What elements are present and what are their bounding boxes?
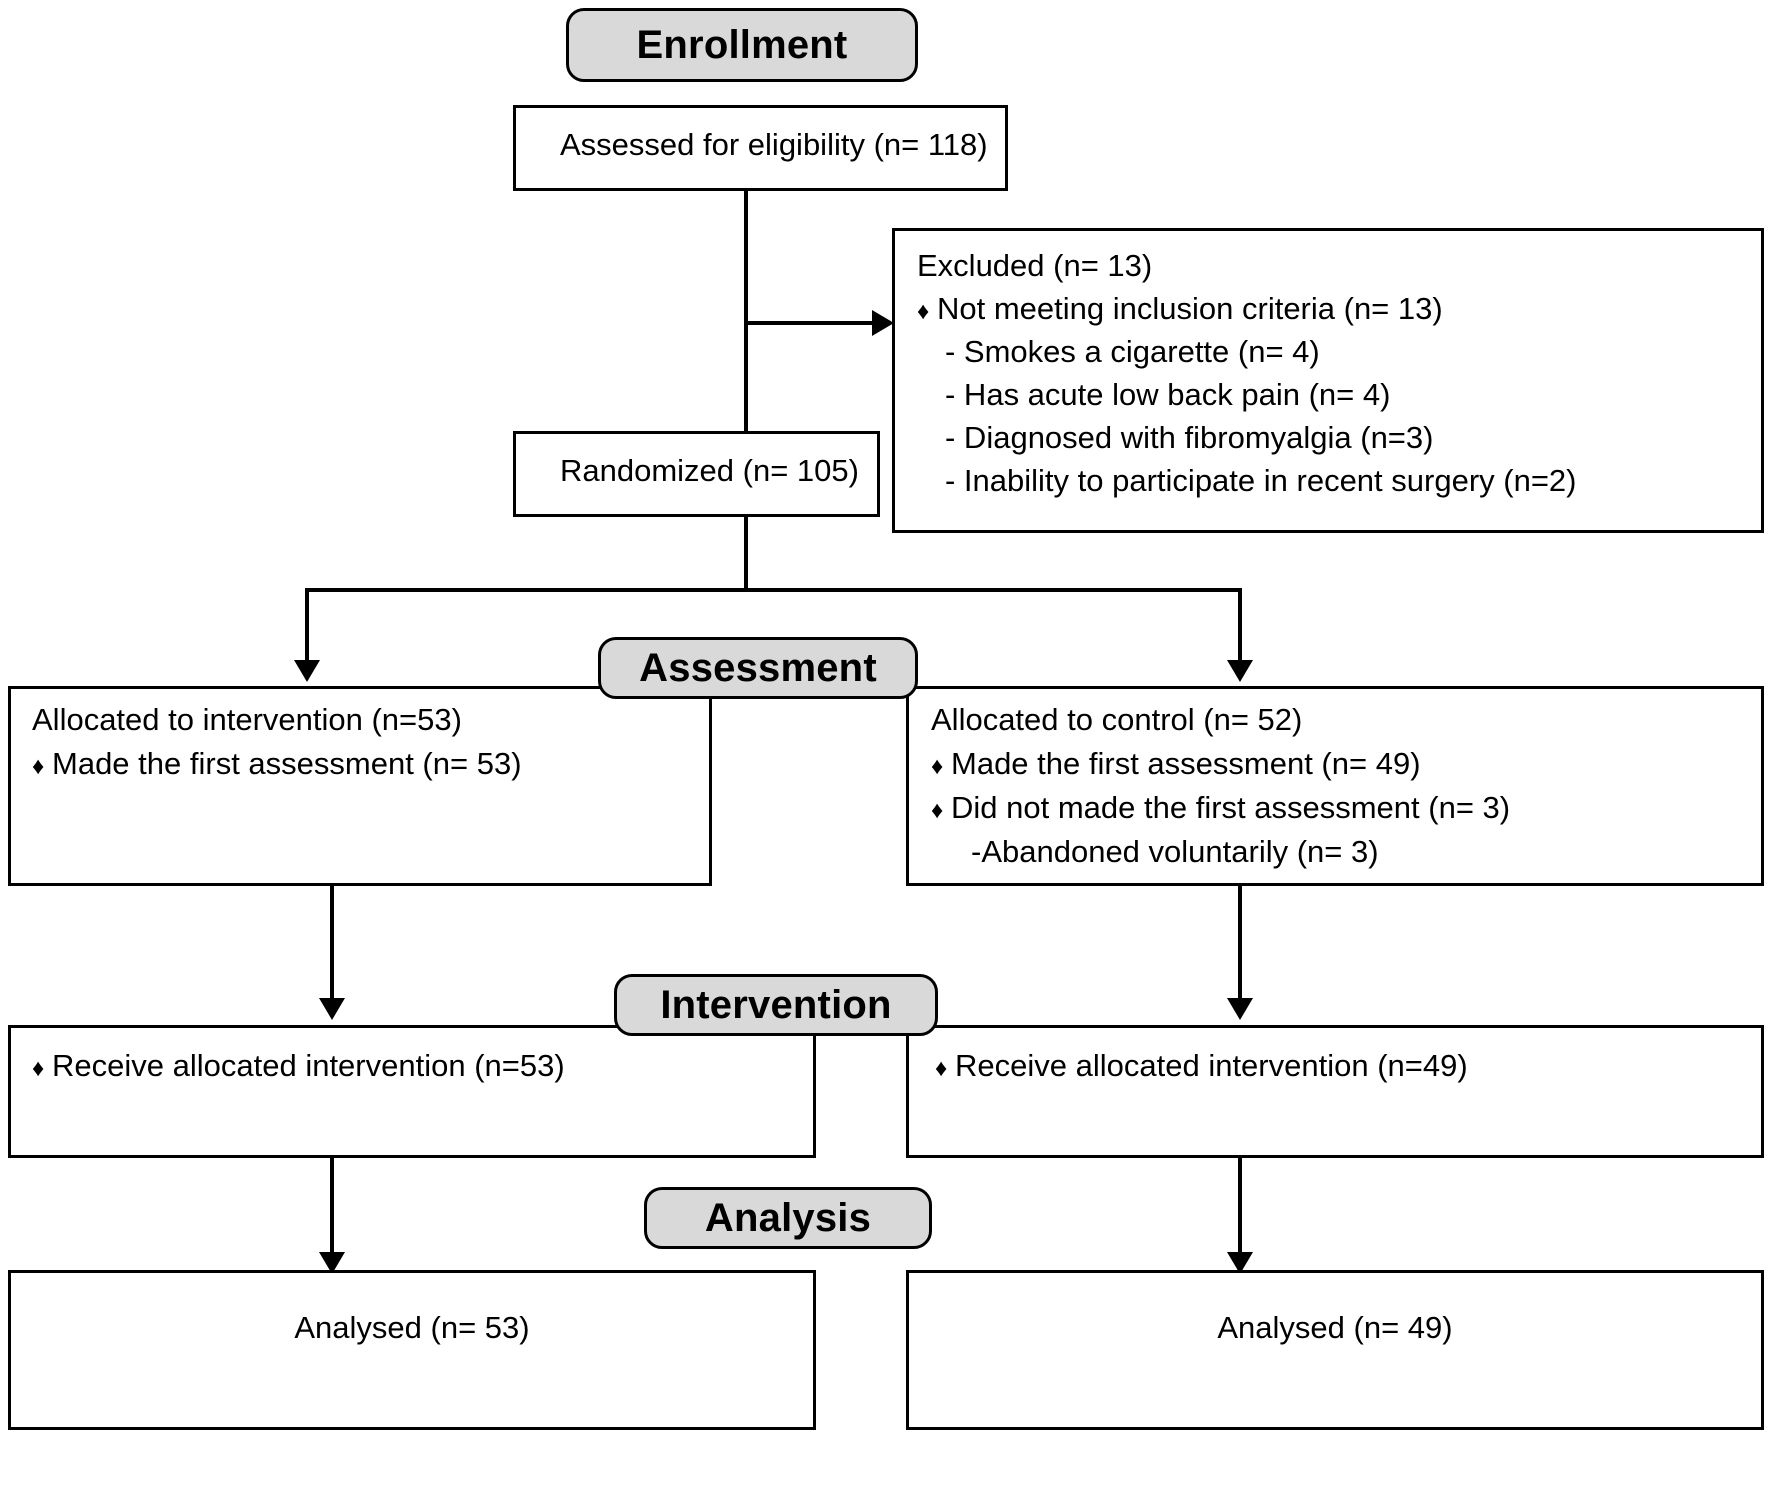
box-analysis-right bbox=[906, 1270, 1764, 1430]
stage-label-analysis: Analysis bbox=[704, 1195, 872, 1240]
connector-assessment-left-to-intervention bbox=[330, 886, 334, 1004]
analysis-left-text: Analysed (n= 53) bbox=[294, 1310, 530, 1345]
intervention-right-bullet-0: ♦ Receive allocated intervention (n=49) bbox=[935, 1050, 1468, 1081]
box-assessment-left bbox=[8, 686, 712, 886]
arrow-to-left-assessment-icon bbox=[294, 660, 320, 682]
connector-split-bar bbox=[305, 588, 1242, 592]
stage-label-enrollment: Enrollment bbox=[636, 22, 848, 67]
connector-split-left bbox=[305, 588, 309, 666]
assessment-right-subitem-0: -Abandoned voluntarily (n= 3) bbox=[971, 834, 1379, 869]
box-intervention-right bbox=[906, 1025, 1764, 1158]
arrow-analysis-right-icon bbox=[1227, 1252, 1253, 1274]
arrow-to-right-assessment-icon bbox=[1227, 660, 1253, 682]
connector-assessment-right-to-intervention bbox=[1238, 886, 1242, 1004]
assessment-right-title: Allocated to control (n= 52) bbox=[931, 702, 1303, 737]
excluded-subitem-2: - Diagnosed with fibromyalgia (n=3) bbox=[945, 420, 1434, 455]
connector-split-right bbox=[1238, 588, 1242, 666]
excluded-subitem-3: - Inability to participate in recent sur… bbox=[945, 463, 1577, 498]
arrow-intervention-right-icon bbox=[1227, 998, 1253, 1020]
arrow-analysis-left-icon bbox=[319, 1252, 345, 1274]
connector-to-excluded bbox=[744, 321, 874, 325]
assessment-right-bullet-0-text: Made the first assessment (n= 49) bbox=[951, 746, 1421, 781]
analysis-right-text: Analysed (n= 49) bbox=[1217, 1310, 1453, 1345]
connector-intervention-right-to-analysis bbox=[1238, 1158, 1242, 1258]
connector-assessed-to-randomized bbox=[744, 191, 748, 436]
excluded-bullet-0: ♦ Not meeting inclusion criteria (n= 13) bbox=[917, 293, 1443, 324]
stage-label-intervention: Intervention bbox=[660, 982, 892, 1027]
stage-badge-intervention: Intervention bbox=[614, 974, 938, 1036]
excluded-bullet-0-text: Not meeting inclusion criteria (n= 13) bbox=[937, 291, 1443, 326]
excluded-subitem-1: - Has acute low back pain (n= 4) bbox=[945, 377, 1391, 412]
diamond-bullet-icon: ♦ bbox=[917, 298, 930, 325]
stage-badge-analysis: Analysis bbox=[644, 1187, 932, 1249]
intervention-right-bullet-0-text: Receive allocated intervention (n=49) bbox=[955, 1048, 1468, 1083]
randomized-text: Randomized (n= 105) bbox=[560, 453, 859, 488]
box-assessment-right bbox=[906, 686, 1764, 886]
assessment-left-bullet-0: ♦ Made the first assessment (n= 53) bbox=[32, 748, 522, 779]
intervention-left-bullet-0-text: Receive allocated intervention (n=53) bbox=[52, 1048, 565, 1083]
connector-randomized-down bbox=[744, 517, 748, 590]
assessment-right-bullet-1-text: Did not made the first assessment (n= 3) bbox=[951, 790, 1511, 825]
assessment-left-bullet-0-text: Made the first assessment (n= 53) bbox=[52, 746, 522, 781]
assessed-for-eligibility-text: Assessed for eligibility (n= 118) bbox=[560, 127, 988, 162]
box-assessed-for-eligibility bbox=[513, 105, 1008, 191]
box-analysis-left bbox=[8, 1270, 816, 1430]
arrow-intervention-left-icon bbox=[319, 998, 345, 1020]
diamond-bullet-icon: ♦ bbox=[931, 753, 944, 780]
box-randomized bbox=[513, 431, 880, 517]
box-intervention-left bbox=[8, 1025, 816, 1158]
excluded-subitem-0: - Smokes a cigarette (n= 4) bbox=[945, 334, 1320, 369]
arrow-to-excluded-icon bbox=[872, 310, 894, 336]
assessment-left-title: Allocated to intervention (n=53) bbox=[32, 702, 462, 737]
diamond-bullet-icon: ♦ bbox=[32, 1055, 45, 1082]
box-excluded bbox=[892, 228, 1764, 533]
assessment-right-bullet-0: ♦ Made the first assessment (n= 49) bbox=[931, 748, 1421, 779]
stage-badge-assessment: Assessment bbox=[598, 637, 918, 699]
diamond-bullet-icon: ♦ bbox=[931, 797, 944, 824]
assessment-right-bullet-1: ♦ Did not made the first assessment (n= 3… bbox=[931, 792, 1510, 823]
connector-intervention-left-to-analysis bbox=[330, 1158, 334, 1258]
diamond-bullet-icon: ♦ bbox=[32, 753, 45, 780]
diamond-bullet-icon: ♦ bbox=[935, 1055, 948, 1082]
intervention-left-bullet-0: ♦ Receive allocated intervention (n=53) bbox=[32, 1050, 565, 1081]
stage-badge-enrollment: Enrollment bbox=[566, 8, 918, 82]
excluded-title: Excluded (n= 13) bbox=[917, 248, 1153, 283]
stage-label-assessment: Assessment bbox=[639, 645, 877, 690]
